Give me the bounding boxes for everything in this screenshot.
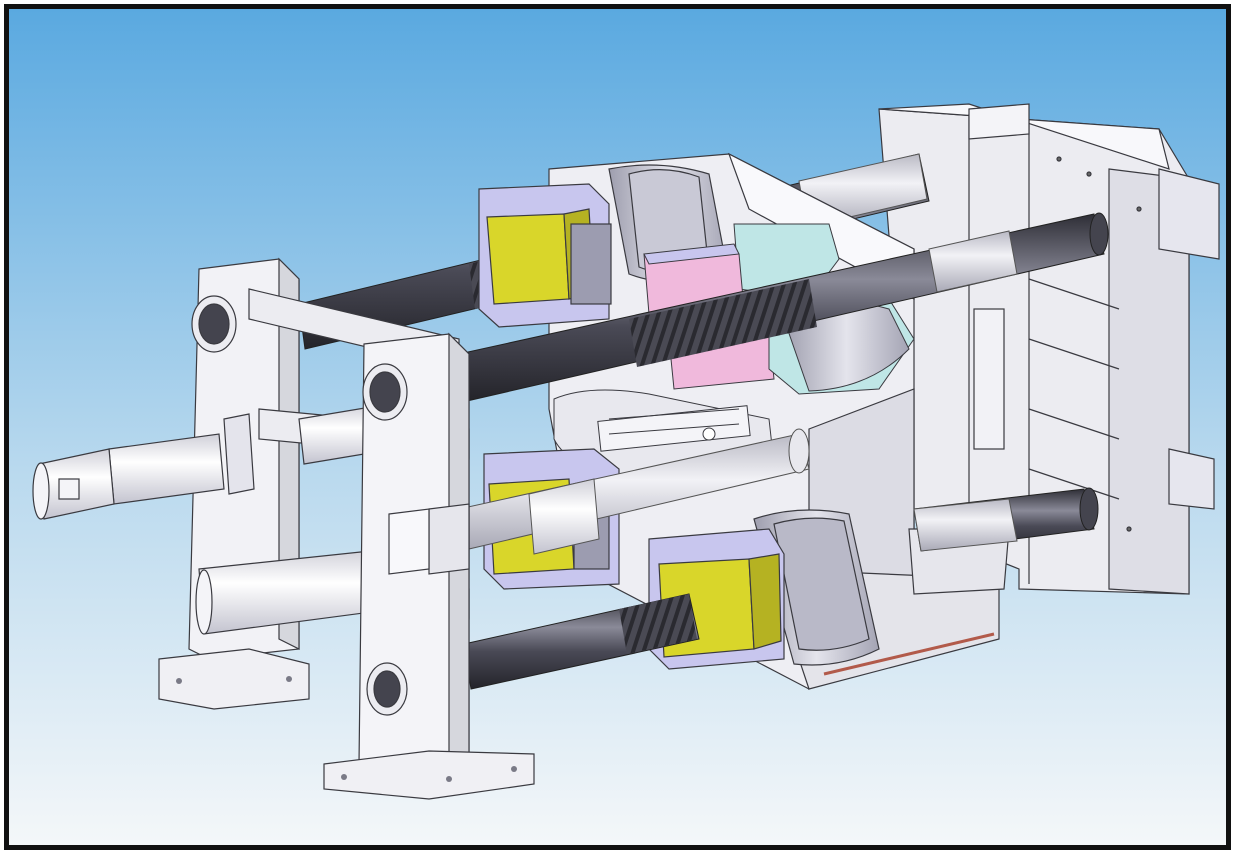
bolt-hole-icon <box>176 676 517 782</box>
end-cap-icon <box>198 303 230 345</box>
rear-frame-front <box>323 332 535 800</box>
bearing-block-upper-left <box>478 183 612 328</box>
figure-frame <box>4 4 1231 850</box>
tie-bar-lower-rear <box>913 487 1099 552</box>
machine-illustration <box>9 9 1226 845</box>
fixed-platen <box>878 103 1220 595</box>
tie-bar-lower-front <box>463 593 700 690</box>
tie-bar-upper-front <box>458 212 1109 402</box>
